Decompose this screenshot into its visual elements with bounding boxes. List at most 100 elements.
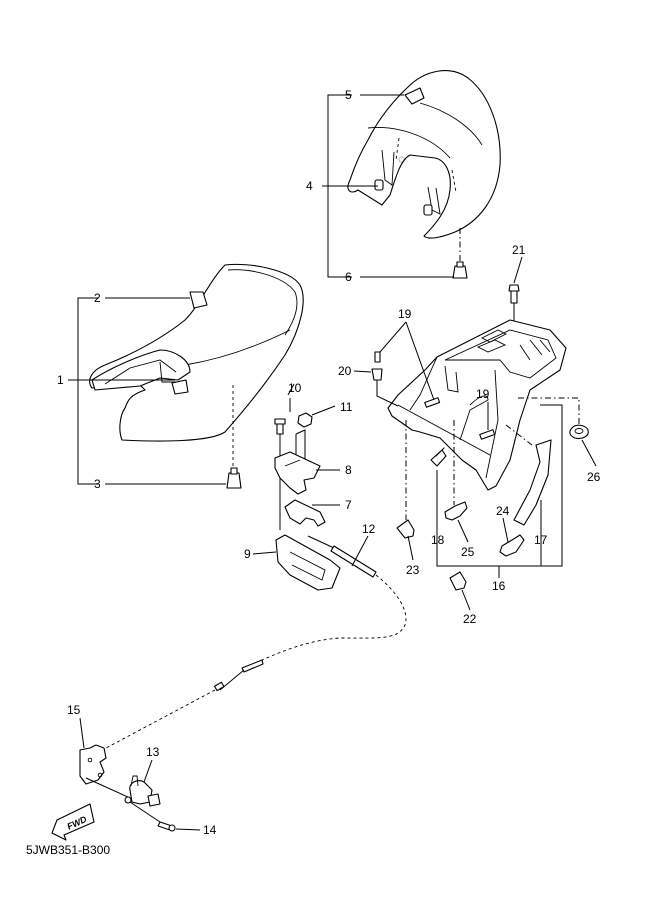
carrier-16-bracket	[436, 404, 563, 567]
damper-6[interactable]	[452, 265, 468, 279]
rear-seat-group: ◌ 5 4 6	[306, 70, 501, 284]
callout-8[interactable]: 8	[345, 463, 352, 477]
leader-25	[457, 519, 469, 543]
callout-19b[interactable]: 19	[476, 387, 490, 401]
seat-lock-collar	[124, 796, 132, 804]
bolt-19-lower[interactable]	[479, 429, 496, 440]
seat-lock-13[interactable]	[129, 780, 153, 805]
nut-11[interactable]	[297, 412, 313, 428]
callout-24[interactable]: 24	[496, 504, 510, 518]
lock-screw-axis	[129, 801, 161, 823]
damper-3[interactable]	[226, 472, 242, 489]
lever-axis	[85, 777, 129, 798]
callout-16[interactable]: 16	[492, 579, 506, 593]
callout-12[interactable]: 12	[362, 522, 376, 536]
callout-20[interactable]: 20	[338, 364, 352, 378]
callout-7[interactable]: 7	[345, 498, 352, 512]
leader-9	[252, 551, 277, 555]
callout-13[interactable]: 13	[146, 745, 160, 759]
leader-23	[407, 535, 414, 561]
leader-13	[143, 759, 153, 783]
rear-seat[interactable]: ◌	[347, 70, 501, 239]
callout-22[interactable]: 22	[463, 612, 477, 626]
rear-seat-stud	[423, 204, 433, 216]
callout-4[interactable]: 4	[306, 179, 313, 193]
diagram-code: 5JWB351-B300	[26, 843, 110, 857]
damper-26[interactable]	[569, 424, 589, 440]
forward-arrow: FWD	[51, 803, 95, 841]
bolt-21-head	[508, 284, 520, 292]
front-seat[interactable]	[89, 263, 304, 468]
bolt-10-head	[274, 418, 286, 425]
callout-10[interactable]: 10	[288, 381, 302, 395]
damper-3-stem	[230, 467, 238, 475]
lever-15[interactable]	[79, 744, 107, 785]
nut-22[interactable]	[449, 571, 467, 591]
cable-12-lower-sleeve	[241, 659, 264, 673]
bolt-19-top[interactable]	[374, 351, 381, 363]
front-seat-group: 2 1 3	[57, 263, 304, 491]
cable-12[interactable]	[261, 574, 407, 661]
leader-24	[502, 517, 509, 543]
cable-12-to-lever	[105, 689, 216, 749]
nut-23[interactable]	[396, 519, 415, 539]
callout-26[interactable]: 26	[587, 470, 601, 484]
leader-12	[351, 535, 369, 567]
callout-11[interactable]: 11	[340, 400, 353, 414]
cable-12-nipple	[213, 681, 225, 692]
callout-1[interactable]: 1	[57, 373, 64, 387]
callout-19a[interactable]: 19	[398, 307, 412, 321]
bolt-19-upper[interactable]	[424, 397, 441, 408]
callout-23[interactable]: 23	[406, 563, 420, 577]
callout-17[interactable]: 17	[534, 533, 548, 547]
seat-lock-hook-9[interactable]	[275, 534, 341, 591]
damper-26-axis	[518, 397, 580, 425]
damper-6-stem	[456, 261, 464, 268]
rear-carrier[interactable]	[387, 319, 567, 491]
callout-9[interactable]: 9	[244, 547, 251, 561]
nut-11-axis	[295, 429, 306, 462]
seat-lock-key	[147, 793, 161, 807]
rear-seat-screw-mark: ◌	[398, 152, 405, 166]
cable-assembly: 12	[105, 522, 407, 749]
bracket-8[interactable]	[274, 451, 321, 495]
callout-5[interactable]: 5	[345, 88, 352, 102]
callout-25[interactable]: 25	[461, 545, 475, 559]
callout-3[interactable]: 3	[94, 477, 101, 491]
leader-20	[353, 370, 372, 373]
strap-17-axis	[505, 424, 533, 446]
bracket-18[interactable]	[430, 447, 447, 467]
rear-seat-damper-5[interactable]	[404, 87, 425, 105]
callout-2[interactable]: 2	[94, 291, 101, 305]
collar-20-axis	[376, 380, 399, 407]
rear-seat-stud	[374, 179, 384, 191]
bracket-7[interactable]	[284, 499, 326, 527]
callout-15[interactable]: 15	[67, 703, 81, 717]
leader-10	[287, 383, 295, 412]
collar-20[interactable]	[371, 368, 383, 381]
rear-carrier-group: 21 19 19 20 26	[338, 243, 601, 626]
callout-18[interactable]: 18	[431, 533, 445, 547]
front-seat-group-bracket	[77, 297, 98, 485]
callout-14[interactable]: 14	[203, 823, 217, 837]
callout-21[interactable]: 21	[512, 243, 526, 257]
screw-14-head	[168, 824, 176, 832]
leader-26	[581, 439, 597, 467]
fwd-arrow-icon	[51, 803, 95, 841]
leader-14	[175, 828, 201, 831]
leader-21	[513, 256, 523, 284]
cable-12-sleeve[interactable]	[330, 545, 377, 578]
hook-25[interactable]	[444, 501, 468, 521]
bolt-21[interactable]	[510, 290, 518, 304]
hook-24[interactable]	[499, 534, 525, 557]
seat-lock-assembly: 15 13 14	[67, 703, 217, 837]
leader-15	[79, 717, 85, 749]
front-seat-damper-2[interactable]	[189, 291, 208, 309]
leader-11	[311, 405, 336, 416]
strap-17[interactable]	[513, 439, 552, 526]
leader-22	[461, 589, 471, 611]
cable-12-end-rod[interactable]	[307, 535, 335, 549]
callout-6[interactable]: 6	[345, 270, 352, 284]
